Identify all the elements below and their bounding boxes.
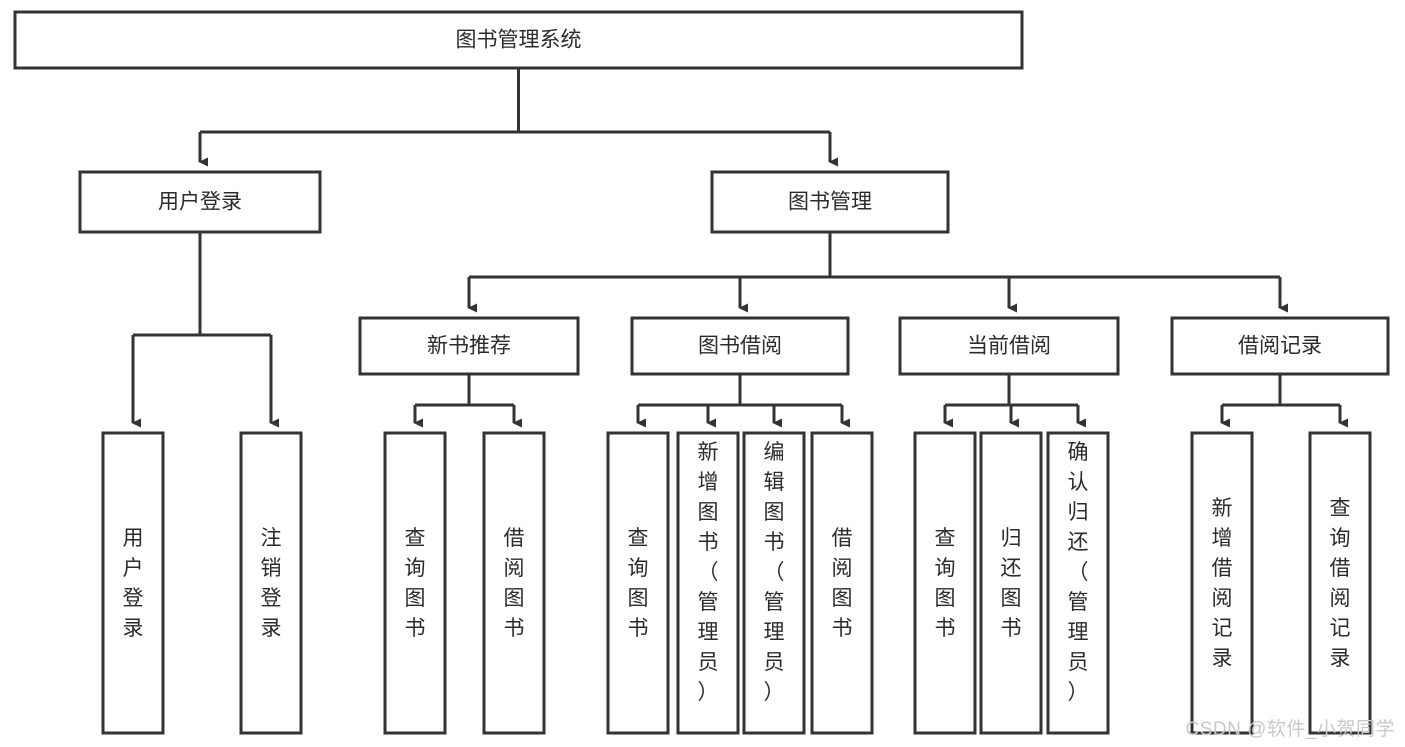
node-label: 新书推荐: [427, 335, 511, 358]
node-layer: 图书管理系统用户登录图书管理新书推荐图书借阅当前借阅借阅记录用户登录注销登录查询…: [13, 10, 1390, 735]
node-box[interactable]: [913, 431, 977, 735]
node-box[interactable]: [358, 316, 580, 376]
node-current-3[interactable]: 确认归还（管理员）: [1046, 431, 1110, 735]
node-newrec-2[interactable]: 借阅图书: [482, 431, 546, 735]
node-label: 借阅记录: [1238, 335, 1322, 358]
node-borrow-3[interactable]: 编辑图书（管理员）: [742, 431, 806, 735]
node-box[interactable]: [1190, 431, 1254, 735]
node-bookmgmt[interactable]: 图书管理: [710, 170, 950, 234]
node-label: 编辑图书（管理员）: [764, 441, 785, 704]
node-newrec[interactable]: 新书推荐: [358, 316, 580, 376]
node-label: 注销登录: [261, 527, 282, 640]
node-login-1[interactable]: 用户登录: [101, 431, 165, 735]
node-root[interactable]: 图书管理系统: [13, 10, 1024, 70]
node-records-2[interactable]: 查询借阅记录: [1308, 431, 1372, 735]
connector-group: [198, 68, 838, 167]
node-box[interactable]: [606, 431, 670, 735]
node-label: 新增图书（管理员）: [698, 441, 719, 704]
node-login[interactable]: 用户登录: [78, 170, 322, 234]
node-label: 查询图书: [405, 527, 426, 640]
node-box[interactable]: [482, 431, 546, 735]
node-box[interactable]: [13, 10, 1024, 70]
node-label: 新增借阅记录: [1212, 497, 1233, 670]
node-box[interactable]: [710, 170, 950, 234]
node-box[interactable]: [101, 431, 165, 735]
connector-group: [943, 374, 1086, 428]
node-label: 当前借阅: [967, 335, 1051, 358]
node-label: 查询图书: [935, 527, 956, 640]
node-box[interactable]: [239, 431, 303, 735]
node-label: 借阅图书: [832, 527, 853, 640]
node-label: 图书管理系统: [456, 29, 582, 52]
node-label: 用户登录: [158, 191, 242, 214]
connector-group: [636, 374, 850, 428]
node-label: 查询图书: [628, 527, 649, 640]
node-borrow-2[interactable]: 新增图书（管理员）: [676, 431, 740, 735]
node-label: 借阅图书: [504, 527, 525, 640]
node-records[interactable]: 借阅记录: [1170, 316, 1390, 376]
node-box[interactable]: [78, 170, 322, 234]
node-box[interactable]: [1308, 431, 1372, 735]
node-box[interactable]: [383, 431, 447, 735]
connector-group: [131, 232, 279, 428]
node-box[interactable]: [1170, 316, 1390, 376]
node-box[interactable]: [898, 316, 1120, 376]
node-box[interactable]: [630, 316, 850, 376]
node-label: 图书管理: [788, 191, 872, 214]
node-label: 确认归还（管理员）: [1068, 441, 1089, 704]
node-borrow-1[interactable]: 查询图书: [606, 431, 670, 735]
csdn-watermark: CSDN @软件_小贺同学: [1185, 719, 1395, 740]
node-login-2[interactable]: 注销登录: [239, 431, 303, 735]
node-records-1[interactable]: 新增借阅记录: [1190, 431, 1254, 735]
node-box[interactable]: [979, 431, 1043, 735]
node-box[interactable]: [676, 431, 740, 735]
node-label: 用户登录: [123, 527, 144, 640]
node-box[interactable]: [1046, 431, 1110, 735]
node-borrow[interactable]: 图书借阅: [630, 316, 850, 376]
node-current-1[interactable]: 查询图书: [913, 431, 977, 735]
connector-layer: [131, 68, 1348, 428]
node-borrow-4[interactable]: 借阅图书: [810, 431, 874, 735]
connector-group: [1220, 374, 1348, 428]
node-label: 查询借阅记录: [1330, 497, 1351, 670]
connector-group: [413, 374, 522, 428]
node-label: 图书借阅: [698, 335, 782, 358]
node-box[interactable]: [810, 431, 874, 735]
node-newrec-1[interactable]: 查询图书: [383, 431, 447, 735]
node-box[interactable]: [742, 431, 806, 735]
node-label: 归还图书: [1001, 527, 1022, 640]
node-current-2[interactable]: 归还图书: [979, 431, 1043, 735]
connector-group: [467, 232, 1288, 313]
node-current[interactable]: 当前借阅: [898, 316, 1120, 376]
